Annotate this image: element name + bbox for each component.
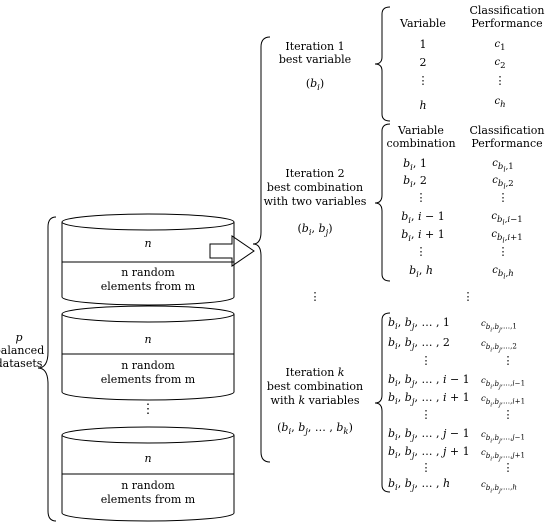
- iter1-row4-var: h: [419, 99, 427, 112]
- iterk-row9-perf: ⋮: [502, 461, 514, 474]
- iter2-col1-header-line1: Variable: [398, 124, 444, 137]
- middle-vdots-right: ⋮: [462, 290, 474, 303]
- iterk-row8-var: bi, bj, … , j + 1: [388, 445, 470, 462]
- iter2-row1-var: bi, 1: [403, 157, 427, 174]
- dataset-cylinder-3: [61, 426, 235, 522]
- iterk-row6-var: ⋮: [420, 408, 432, 421]
- iterk-row6-perf: ⋮: [502, 408, 514, 421]
- cylinder-2-bottom-label-line1: n random: [121, 359, 175, 372]
- datasets-label-p: p: [15, 331, 23, 344]
- iter2-row4-perf: cbi,i−1: [491, 211, 523, 227]
- iterk-row5-var: bi, bj, … , i + 1: [388, 391, 470, 408]
- iterk-row5-perf: cbi,bj,…,i+1: [481, 394, 526, 409]
- iterk-row10-perf: cbi,bj,…,h: [481, 480, 517, 495]
- cylinder-3-bottom-label-line2: elements from m: [100, 493, 196, 506]
- iter2-row7-var: bi, h: [409, 264, 433, 281]
- cylinders-vdots: ⋮: [141, 402, 155, 417]
- flow-arrow: [209, 235, 255, 267]
- iterk-row3-perf: ⋮: [502, 354, 514, 367]
- iter2-row1-perf: cbi,1: [492, 158, 514, 174]
- iter2-title-line1: Iteration 2: [285, 167, 345, 180]
- iter2-row7-perf: cbi,h: [492, 265, 514, 281]
- iterk-row4-perf: cbi,bj,…,i−1: [481, 376, 526, 391]
- cylinder-1-bottom-label-line1: n random: [121, 266, 175, 279]
- datasets-label-balanced: balanced: [0, 344, 45, 357]
- iter1-row1-perf: c1: [494, 39, 506, 53]
- iter2-col2-header-line2: Performance: [471, 137, 543, 150]
- iter2-row2-perf: cbi,2: [492, 175, 514, 191]
- middle-vdots-left: ⋮: [309, 290, 321, 303]
- iter2-row5-var: bi, i + 1: [401, 228, 445, 245]
- iter1-tuple: (bi): [305, 77, 325, 94]
- cylinder-3-bottom-label-line1: n random: [121, 479, 175, 492]
- iterk-tuple: (bi, bj, … , bk): [277, 421, 353, 438]
- iter2-col1-header-line2: combination: [386, 137, 456, 150]
- iterk-row7-perf: cbi,bj,…,j−1: [481, 430, 526, 445]
- iterk-row1-var: bi, bj, … , 1: [388, 316, 450, 333]
- iterk-row4-var: bi, bj, … , i − 1: [388, 373, 470, 390]
- iterk-row2-perf: cbi,bj,…,2: [481, 339, 517, 354]
- iterk-row8-perf: cbi,bj,…,j+1: [481, 448, 526, 463]
- iter1-brace: [374, 6, 391, 122]
- iterk-row7-var: bi, bj, … , j − 1: [388, 427, 470, 444]
- iter2-row2-var: bi, 2: [403, 174, 427, 191]
- iter1-title-line2: best variable: [278, 53, 352, 66]
- iter1-row4-perf: ch: [494, 96, 506, 110]
- iterk-row1-perf: cbi,bj,…,1: [481, 319, 517, 334]
- cylinder-1-bottom-label-line2: elements from m: [100, 280, 196, 293]
- iter2-title-line3: with two variables: [263, 195, 367, 208]
- iter1-row2-var: 2: [419, 56, 427, 69]
- iterk-row10-var: bi, bj, … , h: [388, 477, 451, 494]
- dataset-cylinder-1: [61, 213, 235, 306]
- iter2-title-line2: best combination: [266, 181, 364, 194]
- iter2-row6-perf: ⋮: [497, 245, 509, 258]
- iter1-row3-var: ⋮: [417, 74, 429, 87]
- cylinder-2-top-label: n: [144, 333, 152, 346]
- iter2-row3-perf: ⋮: [497, 191, 509, 204]
- iterk-brace: [374, 312, 391, 493]
- iter2-row5-perf: cbi,i+1: [491, 229, 523, 245]
- iter1-col1-header: Variable: [400, 17, 446, 30]
- iter2-brace: [374, 123, 391, 282]
- iter1-row3-perf: ⋮: [494, 74, 506, 87]
- datasets-label-datasets: datasets: [0, 357, 43, 370]
- iterk-title-line2: best combination: [266, 380, 364, 393]
- iter2-col2-header-line1: Classification: [469, 124, 545, 137]
- cylinder-1-top-label: n: [144, 237, 152, 250]
- iterk-row3-var: ⋮: [420, 354, 432, 367]
- dataset-cylinder-2: [61, 305, 235, 401]
- iter1-title-line1: Iteration 1: [285, 40, 345, 53]
- iter1-row2-perf: c2: [494, 57, 506, 71]
- cylinder-3-top-label: n: [144, 452, 152, 465]
- iter1-row1-var: 1: [419, 38, 427, 51]
- cylinder-2-bottom-label-line2: elements from m: [100, 373, 196, 386]
- iter2-tuple: (bi, bj): [297, 222, 333, 239]
- iterk-title-line1: Iteration k: [285, 366, 345, 379]
- iterk-row2-var: bi, bj, … , 2: [388, 336, 450, 353]
- iter2-row6-var: ⋮: [415, 245, 427, 258]
- iterk-row9-var: ⋮: [420, 461, 432, 474]
- iter2-row4-var: bi, i − 1: [401, 210, 445, 227]
- iterations-brace: [252, 36, 271, 463]
- iter1-col2-header-line2: Performance: [471, 17, 543, 30]
- iter1-col2-header-line1: Classification: [469, 4, 545, 17]
- iter2-row3-var: ⋮: [415, 191, 427, 204]
- datasets-brace: [37, 216, 57, 522]
- iterk-title-line3: with k variables: [270, 394, 360, 407]
